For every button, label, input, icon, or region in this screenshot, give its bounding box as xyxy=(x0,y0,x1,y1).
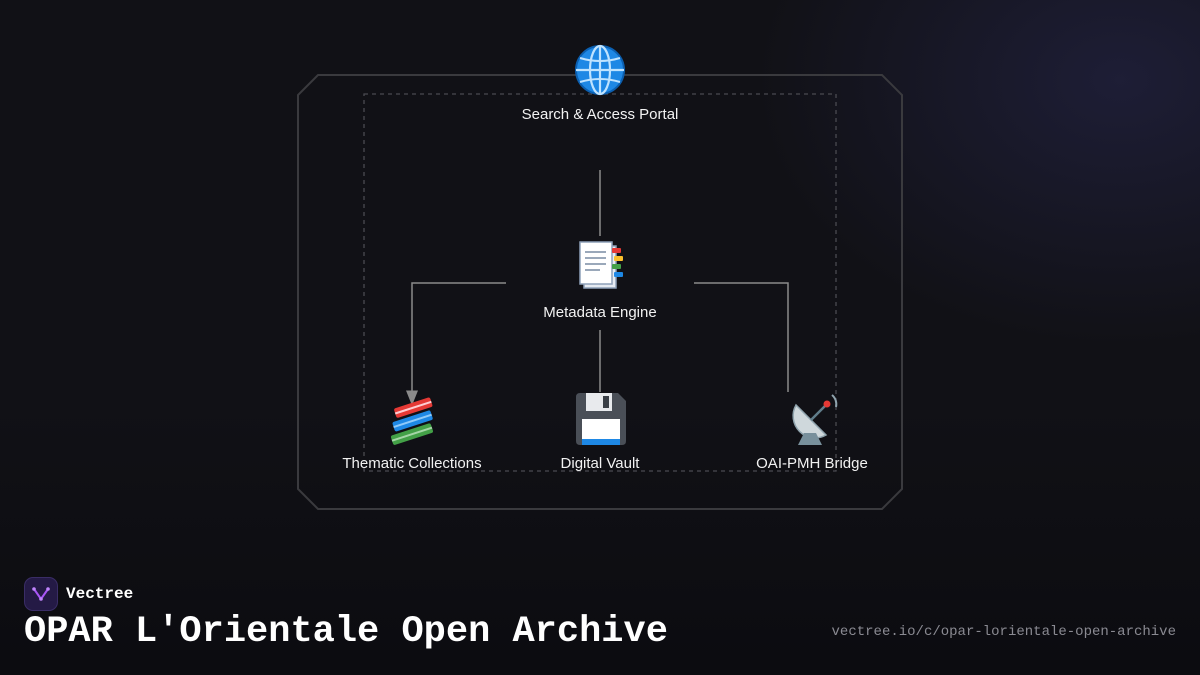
page-url[interactable]: vectree.io/c/opar-lorientale-open-archiv… xyxy=(831,624,1176,640)
node-label: OAI-PMH Bridge xyxy=(756,455,868,472)
node-label: Search & Access Portal xyxy=(521,106,679,123)
edge-engine-collections xyxy=(406,282,506,406)
brand[interactable]: Vectree xyxy=(24,577,133,611)
edge-engine-bridge xyxy=(694,282,789,392)
node-oai-pmh-bridge[interactable]: OAI-PMH Bridge xyxy=(712,389,912,472)
outer-frame xyxy=(297,74,903,510)
globe-icon xyxy=(575,44,625,96)
node-thematic-collections[interactable]: Thematic Collections xyxy=(312,389,512,472)
brand-name: Vectree xyxy=(66,585,134,603)
books-icon xyxy=(390,397,433,445)
bookmark-tabs-icon xyxy=(579,241,623,289)
node-label: Metadata Engine xyxy=(543,304,657,321)
vectree-logo-icon xyxy=(24,577,58,611)
node-metadata-engine[interactable]: Metadata Engine xyxy=(500,238,700,321)
satellite-dish-icon xyxy=(792,394,838,445)
node-label: Thematic Collections xyxy=(342,455,482,472)
node-digital-vault[interactable]: Digital Vault xyxy=(500,389,700,472)
floppy-disk-icon xyxy=(576,393,626,445)
page-title: OPAR L'Orientale Open Archive xyxy=(24,611,668,653)
node-label: Digital Vault xyxy=(560,455,640,472)
node-search-access-portal[interactable]: Search & Access Portal xyxy=(500,40,700,123)
